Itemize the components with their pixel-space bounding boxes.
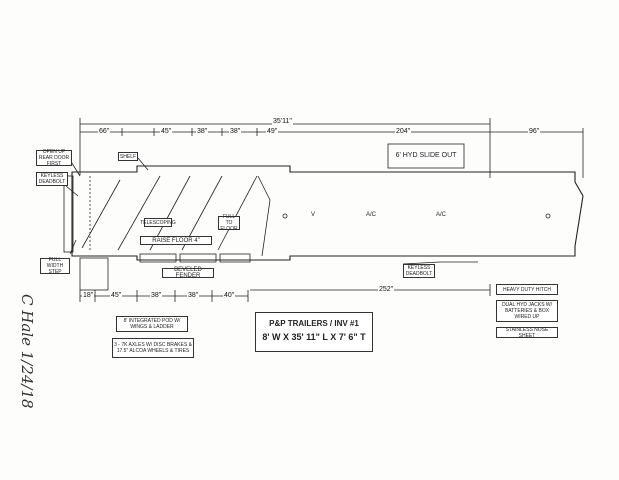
title-block: P&P TRAILERS / INV #1 8' W X 35' 11" L X… [255, 312, 373, 352]
raise-floor-callout: RAISE FLOOR 4" [140, 236, 212, 245]
segment-49: 49" [266, 128, 279, 135]
title-line-1: P&P TRAILERS / INV #1 [269, 319, 359, 328]
nose-sheet-callout: STAINLESS NOSE SHEET [496, 327, 558, 339]
nose-dimension: 96" [528, 128, 541, 135]
axles-callout: 3 - 7K AXLES W/ DISC BRAKES & 17.5" ALCO… [112, 338, 194, 358]
side-deadbolt-callout: KEYLESS DEADBOLT [403, 264, 435, 278]
segment-38a: 38" [196, 128, 209, 135]
segment-66: 66" [98, 128, 111, 135]
segment-45: 45" [160, 128, 173, 135]
full-to-floor-callout: FULL TO FLOOR [218, 214, 240, 232]
slide-out-label: 6' HYD SLIDE OUT [392, 150, 460, 162]
bottom-45: 45" [110, 292, 123, 299]
full-width-step-callout: FULL WIDTH STEP [40, 257, 70, 275]
trailer-outline [71, 165, 584, 261]
handwritten-date: C Hale 1/24/18 [18, 294, 36, 409]
ac-marker-2: A/C [436, 212, 447, 218]
keyless-deadbolt-callout: KEYLESS DEADBOLT [36, 172, 68, 186]
shelf-callout: SHELF [118, 152, 138, 161]
telescoping-callout: TELESCOPING [140, 218, 176, 227]
segment-204: 204" [395, 128, 412, 135]
rear-door [63, 175, 74, 253]
hitch-callout: HEAVY DUTY HITCH [496, 284, 558, 295]
beveled-fender-callout: BEVELED FENDER [162, 267, 214, 279]
slide-out-box [387, 143, 465, 169]
bottom-252: 252" [378, 286, 395, 293]
vent-marker: V [311, 212, 316, 218]
segment-38b: 38" [229, 128, 242, 135]
title-line-2: 8' W X 35' 11" L X 7' 6" T [262, 332, 366, 342]
bottom-40: 40" [223, 292, 236, 299]
rear-door-callout: OPEN UP REAR DOOR FIRST [36, 149, 72, 167]
overall-length-label: 35'11" [272, 118, 293, 125]
bottom-38a: 38" [150, 292, 163, 299]
bottom-18: 18" [82, 292, 95, 299]
pod-callout: 8' INTEGRATED POD W/ WINGS & LADDER [116, 316, 188, 332]
jacks-callout: DUAL HYD JACKS W/ BATTERIES & BOX WIRED … [496, 300, 558, 322]
bottom-38b: 38" [187, 292, 200, 299]
ac-marker-1: A/C [366, 212, 377, 218]
